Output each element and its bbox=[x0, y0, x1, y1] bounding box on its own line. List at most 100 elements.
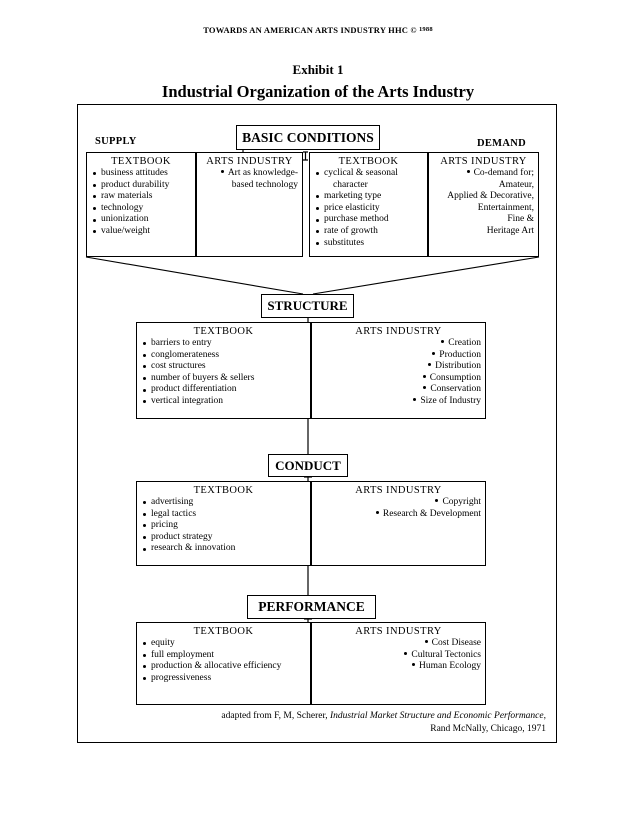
item-list: Copyright Research & Development bbox=[312, 497, 485, 520]
citation-suffix: , bbox=[543, 711, 546, 721]
list-item: marketing type bbox=[315, 191, 422, 203]
bullet-icon bbox=[432, 351, 436, 355]
list-item: product strategy bbox=[142, 532, 305, 544]
bullet-icon bbox=[413, 397, 417, 401]
list-item: conglomerateness bbox=[142, 350, 305, 362]
stage-header-label: BASIC CONDITIONS bbox=[242, 129, 374, 145]
list-item: vertical integration bbox=[142, 396, 305, 408]
list-item: Distribution bbox=[316, 361, 481, 373]
list-item-label: cyclical & seasonal bbox=[324, 168, 398, 178]
bullet-icon bbox=[441, 340, 445, 343]
item-list: barriers to entry conglomerateness cost … bbox=[137, 338, 310, 408]
pane-structure-textbook[interactable]: TEXTBOOK barriers to entry conglomeraten… bbox=[136, 322, 311, 419]
stage-header-label: PERFORMANCE bbox=[258, 599, 365, 614]
list-item: Art as knowledge- bbox=[201, 168, 298, 180]
list-item-label: Size of Industry bbox=[420, 395, 481, 406]
pane-header: ARTS INDUSTRY bbox=[355, 326, 442, 337]
list-item-label: Cultural Tectonics bbox=[411, 649, 481, 660]
list-item-label: Consumption bbox=[429, 372, 481, 383]
exhibit-label: Exhibit 1 bbox=[292, 62, 344, 77]
pane-performance-textbook[interactable]: TEXTBOOK equity full employment producti… bbox=[136, 622, 311, 705]
list-item: Human Ecology bbox=[316, 661, 481, 673]
pane-header: TEXTBOOK bbox=[111, 156, 171, 167]
list-item: Size of Industry bbox=[316, 396, 481, 408]
stage-header-structure[interactable]: STRUCTURE bbox=[261, 294, 354, 318]
list-item-continuation: Applied & Decorative, bbox=[447, 191, 534, 202]
list-item: advertising bbox=[142, 497, 305, 509]
list-item: Co-demand for; bbox=[433, 168, 534, 180]
list-item-label: Human Ecology bbox=[418, 661, 481, 672]
copyright-icon: © bbox=[410, 26, 417, 35]
list-item: pricing bbox=[142, 520, 305, 532]
item-list: advertising legal tactics pricing produc… bbox=[137, 497, 310, 555]
pane-performance-arts-industry[interactable]: ARTS INDUSTRY Cost Disease Cultural Tect… bbox=[311, 622, 486, 705]
list-item: barriers to entry bbox=[142, 338, 305, 350]
stage-header-conduct[interactable]: CONDUCT bbox=[268, 454, 348, 477]
list-item: Consumption bbox=[316, 373, 481, 385]
citation-prefix: adapted from F, M, Scherer, bbox=[221, 711, 330, 721]
list-item-label: Copyright bbox=[442, 497, 481, 507]
stage-header-basic-conditions[interactable]: BASIC CONDITIONS bbox=[236, 125, 380, 150]
pane-conduct-textbook[interactable]: TEXTBOOK advertising legal tactics prici… bbox=[136, 481, 311, 566]
list-item: business attitudes bbox=[92, 168, 190, 180]
list-item: production & allocative efficiency bbox=[142, 661, 305, 673]
pane-basic-conditions-demand-arts-industry[interactable]: ARTS INDUSTRY Co-demand for; Amateur, Ap… bbox=[428, 152, 539, 257]
list-item: cost structures bbox=[142, 361, 305, 373]
list-item: purchase method bbox=[315, 214, 422, 226]
list-item: product durability bbox=[92, 180, 190, 192]
citation-title: Industrial Market Structure and Economic… bbox=[330, 711, 544, 721]
item-list: Creation Production Distribution Consump… bbox=[312, 338, 485, 408]
running-head: TOWARDS AN AMERICAN ARTS INDUSTRY HHC © … bbox=[0, 25, 636, 35]
list-item-label: Conservation bbox=[430, 384, 481, 395]
stage-header-performance[interactable]: PERFORMANCE bbox=[247, 595, 376, 619]
list-item: rate of growth bbox=[315, 226, 422, 238]
pane-conduct-arts-industry[interactable]: ARTS INDUSTRY Copyright Research & Devel… bbox=[311, 481, 486, 566]
item-list: business attitudes product durability ra… bbox=[87, 168, 195, 238]
pane-structure-arts-industry[interactable]: ARTS INDUSTRY Creation Production Distri… bbox=[311, 322, 486, 419]
bullet-icon bbox=[411, 663, 415, 667]
bullet-icon bbox=[375, 510, 379, 514]
list-item-label: Production bbox=[439, 349, 481, 360]
list-item-continuation: Amateur, bbox=[498, 179, 534, 190]
bullet-icon bbox=[404, 651, 408, 655]
pane-header: ARTS INDUSTRY bbox=[355, 485, 442, 496]
pane-header: ARTS INDUSTRY bbox=[206, 156, 293, 167]
list-item: value/weight bbox=[92, 226, 190, 238]
stage-header-label: STRUCTURE bbox=[267, 298, 348, 313]
list-item: full employment bbox=[142, 650, 305, 662]
item-list: Co-demand for; Amateur, Applied & Decora… bbox=[429, 168, 538, 238]
bullet-icon bbox=[428, 363, 432, 367]
list-item: unionization bbox=[92, 214, 190, 226]
list-item: progressiveness bbox=[142, 673, 305, 685]
bullet-icon bbox=[220, 170, 224, 173]
item-list: Cost Disease Cultural Tectonics Human Ec… bbox=[312, 638, 485, 673]
list-item: Production bbox=[316, 350, 481, 362]
pane-basic-conditions-supply-textbook[interactable]: TEXTBOOK business attitudes product dura… bbox=[86, 152, 196, 257]
list-item: product differentiation bbox=[142, 384, 305, 396]
bullet-icon bbox=[423, 386, 427, 390]
supply-label: SUPPLY bbox=[95, 136, 137, 147]
list-item: Cost Disease bbox=[316, 638, 481, 650]
list-item-continuation: Entertainment, bbox=[477, 202, 534, 213]
list-item-continuation: Fine & bbox=[507, 214, 534, 225]
list-item: legal tactics bbox=[142, 509, 305, 521]
pane-basic-conditions-supply-arts-industry[interactable]: ARTS INDUSTRY Art as knowledge- based te… bbox=[196, 152, 303, 257]
pane-header: TEXTBOOK bbox=[193, 626, 254, 637]
bullet-icon bbox=[424, 640, 428, 643]
list-item: Copyright bbox=[316, 497, 481, 509]
pane-header: TEXTBOOK bbox=[338, 156, 399, 167]
bullet-icon bbox=[435, 499, 439, 502]
list-item: number of buyers & sellers bbox=[142, 373, 305, 385]
demand-label: DEMAND bbox=[477, 138, 527, 149]
list-item-label: Research & Development bbox=[382, 508, 481, 519]
pane-header: TEXTBOOK bbox=[193, 485, 254, 496]
page-title: Industrial Organization of the Arts Indu… bbox=[161, 82, 475, 101]
item-list: equity full employment production & allo… bbox=[137, 638, 310, 684]
item-list: Art as knowledge- based technology bbox=[197, 168, 302, 191]
list-item-label: Creation bbox=[448, 338, 481, 348]
diagram-frame bbox=[77, 104, 557, 743]
list-item: research & innovation bbox=[142, 543, 305, 555]
